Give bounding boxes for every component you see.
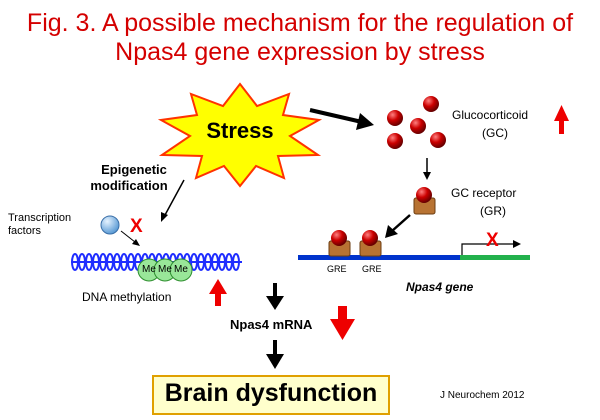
gc-receptor-label: GC receptor	[451, 186, 517, 200]
arrow-stress-to-gc	[309, 108, 363, 124]
gc-molecule	[430, 132, 446, 148]
figure-title-line2: Npas4 gene expression by stress	[115, 38, 485, 66]
mrna-down-arrow-icon	[330, 306, 355, 340]
gre-label: GRE	[327, 264, 347, 274]
figure-title-line1: Fig. 3. A possible mechanism for the reg…	[26, 9, 574, 37]
npas4-mrna-label: Npas4 mRNA	[230, 317, 313, 332]
arrow-stress-to-epigenetic	[164, 179, 185, 216]
gene-coding-region	[460, 255, 530, 260]
arrow-tf-to-dna	[120, 230, 136, 243]
gc-molecule	[387, 110, 403, 126]
gc-molecule	[387, 133, 403, 149]
transcription-label-line1: Transcription	[8, 212, 72, 224]
npas4-gene-label: Npas4 gene	[406, 280, 474, 294]
methyl-label: Me	[158, 264, 172, 275]
arrow-receptor-to-gre	[391, 214, 411, 232]
gene-block-mark-icon: X	[486, 230, 499, 251]
gc-up-arrow-icon	[554, 105, 569, 134]
arrowhead-stress-to-epigenetic	[161, 212, 168, 222]
gr-abbrev-label: (GR)	[480, 204, 506, 218]
gre-bound-molecule	[362, 230, 378, 246]
glucocorticoid-label: Glucocorticoid	[452, 108, 529, 122]
epigenetic-label-line1: Epigenetic	[101, 162, 167, 177]
stress-burst-icon	[157, 82, 323, 188]
methyl-label: Me	[174, 264, 188, 275]
brain-dysfunction-label: Brain dysfunction	[164, 379, 378, 407]
arrowhead-to-mrna	[266, 296, 284, 310]
gc-molecule	[410, 118, 426, 134]
gc-abbrev-label: (GC)	[482, 126, 508, 140]
dna-methylation-label: DNA methylation	[82, 290, 172, 304]
epigenetic-label-line2: modification	[90, 178, 168, 193]
transcription-factor	[100, 215, 120, 235]
gc-molecule	[423, 96, 439, 112]
methyl-label: Me	[142, 264, 156, 275]
gre-bound-molecule	[331, 230, 347, 246]
arrowhead-stress-to-gc	[356, 113, 374, 130]
transcription-label-line2: factors	[8, 225, 42, 237]
gre-label: GRE	[362, 264, 382, 274]
transcription-start-arrowhead	[513, 240, 521, 248]
gc-receptor-bound-molecule	[416, 187, 432, 203]
arrowhead-gc-to-receptor	[423, 172, 431, 180]
methyl-group	[169, 258, 193, 282]
arrowhead-tf-to-dna	[132, 239, 140, 246]
transcription-start-arrow	[461, 243, 515, 255]
arrowhead-to-brain	[266, 354, 284, 369]
methylation-up-arrow-icon	[209, 279, 227, 306]
stress-label: Stress	[206, 118, 274, 143]
gene-promoter-region	[298, 255, 460, 260]
tf-block-mark-icon: X	[130, 216, 143, 237]
arrowhead-receptor-to-gre	[385, 225, 398, 238]
brain-dysfunction-box	[152, 375, 390, 415]
citation-label: J Neurochem 2012	[440, 390, 525, 401]
